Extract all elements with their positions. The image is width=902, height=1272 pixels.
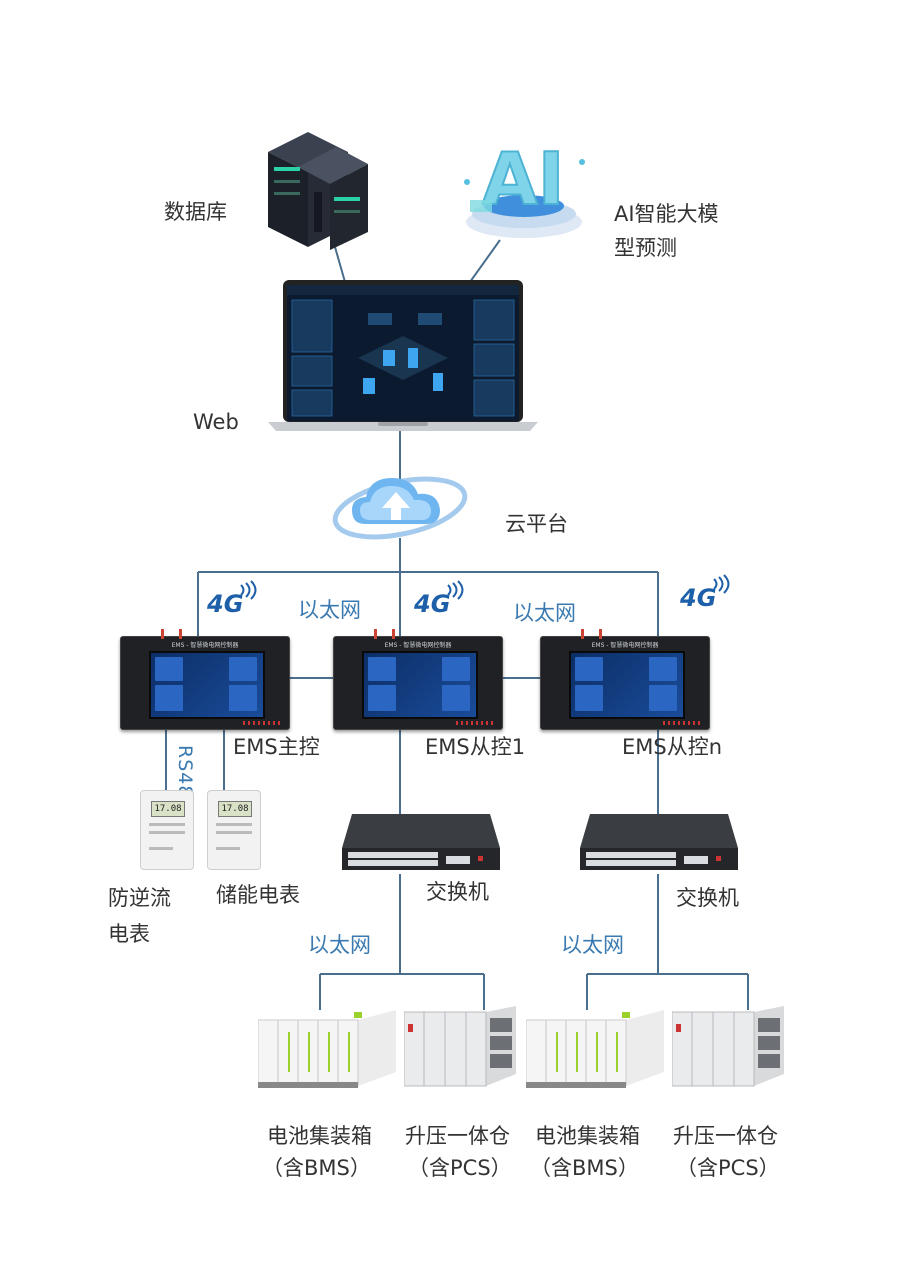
- anti-backflow-meter-label-line1: 防逆流: [108, 886, 171, 910]
- ems-master-controller: EMS - 智慧微电网控制器: [120, 629, 290, 730]
- battery-container-1-label-line2: （含BMS）: [262, 1156, 371, 1180]
- antenna-icon: [161, 629, 164, 639]
- ethernet-label-1: 以太网: [298, 598, 361, 622]
- controller-screen: [569, 651, 685, 719]
- ems-master-label: EMS主控: [233, 735, 320, 759]
- status-leds: [243, 721, 283, 725]
- ai-model-icon: AI: [464, 136, 585, 238]
- ethernet-label-4: 以太网: [561, 933, 624, 957]
- cellular-4g-label-3: 4G: [680, 584, 717, 612]
- cellular-4g-label-1: 4G: [207, 590, 244, 618]
- cloud-platform-icon: [332, 476, 468, 540]
- anti-backflow-meter-label-line2: 电表: [108, 922, 150, 946]
- battery-container-2-label-line1: 电池集装箱: [535, 1124, 640, 1148]
- booster-cabin-2-label-line2: （含PCS）: [676, 1156, 780, 1180]
- signal-waves-icon: [713, 574, 730, 594]
- ai-model-label-line2: 型预测: [614, 236, 677, 260]
- antenna-icon: [392, 629, 395, 639]
- database-server-icon: [268, 132, 368, 250]
- antenna-icon: [581, 629, 584, 639]
- controller-title: EMS - 智慧微电网控制器: [384, 642, 452, 649]
- booster-pcs-cabin-2: [672, 1006, 784, 1087]
- ethernet-label-2: 以太网: [513, 601, 576, 625]
- storage-meter: 17.08: [207, 790, 261, 870]
- ems-slave-1-label: EMS从控1: [425, 735, 526, 759]
- booster-cabin-2-label-line1: 升压一体仓: [673, 1124, 778, 1148]
- network-switch-1: [342, 814, 500, 870]
- web-laptop-icon: [268, 280, 538, 431]
- antenna-icon: [599, 629, 602, 639]
- cellular-4g-label-2: 4G: [414, 590, 451, 618]
- ems-slave-1-controller: EMS - 智慧微电网控制器: [333, 629, 503, 730]
- meter-display: 17.08: [151, 801, 185, 817]
- anti-backflow-meter: 17.08: [140, 790, 194, 870]
- ethernet-label-3: 以太网: [308, 933, 371, 957]
- signal-waves-icon: [447, 580, 464, 600]
- signal-waves-icon: [240, 580, 257, 600]
- booster-cabin-1-label-line2: （含PCS）: [408, 1156, 512, 1180]
- antenna-icon: [374, 629, 377, 639]
- controller-screen: [149, 651, 265, 719]
- ems-slave-n-label: EMS从控n: [622, 735, 723, 759]
- web-label: Web: [193, 410, 239, 434]
- network-switch-2: [580, 814, 738, 870]
- database-label: 数据库: [164, 200, 227, 224]
- ems-slave-n-controller: EMS - 智慧微电网控制器: [540, 629, 710, 730]
- battery-container-1-label-line1: 电池集装箱: [267, 1124, 372, 1148]
- cloud-platform-label: 云平台: [505, 512, 568, 536]
- status-leds: [456, 721, 496, 725]
- storage-meter-label: 储能电表: [216, 883, 300, 907]
- battery-container-2: [526, 1010, 664, 1088]
- controller-title: EMS - 智慧微电网控制器: [171, 642, 239, 649]
- booster-pcs-cabin-1: [404, 1006, 516, 1087]
- svg-text:AI: AI: [482, 137, 565, 221]
- switch-1-label: 交换机: [426, 880, 489, 904]
- ai-model-label-line1: AI智能大模: [614, 202, 719, 226]
- controller-title: EMS - 智慧微电网控制器: [591, 642, 659, 649]
- switch-2-label: 交换机: [676, 886, 739, 910]
- battery-container-1: [258, 1010, 396, 1088]
- antenna-icon: [179, 629, 182, 639]
- booster-cabin-1-label-line1: 升压一体仓: [405, 1124, 510, 1148]
- controller-screen: [362, 651, 478, 719]
- battery-container-2-label-line2: （含BMS）: [530, 1156, 639, 1180]
- meter-display: 17.08: [218, 801, 252, 817]
- status-leds: [663, 721, 703, 725]
